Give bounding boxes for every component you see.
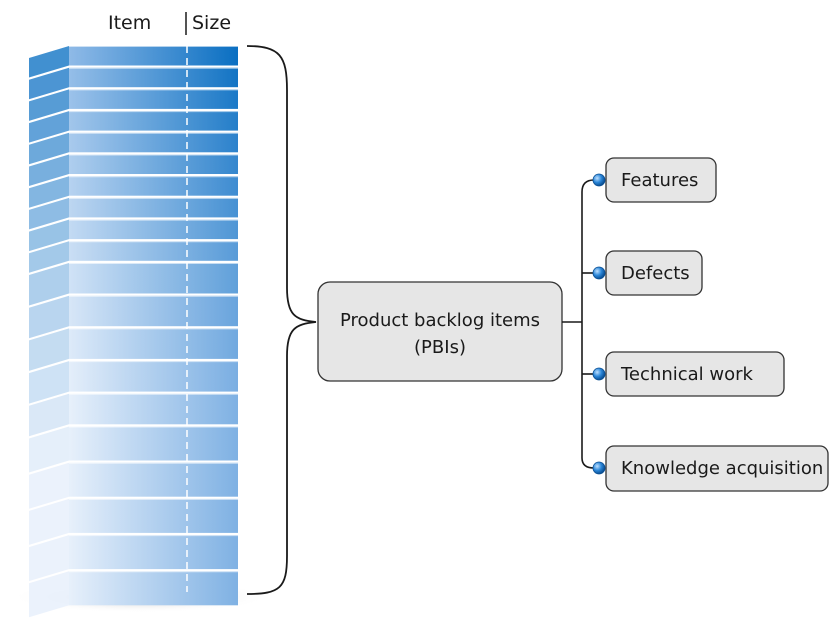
backlog-row — [69, 176, 238, 196]
column-header-item: Item — [108, 12, 151, 34]
backlog-row-side — [29, 241, 69, 273]
pbi-node-line2: (PBIs) — [414, 337, 466, 358]
backlog-row-side — [29, 132, 69, 165]
backlog-row-side — [29, 426, 69, 473]
backlog-row-side — [29, 197, 69, 230]
backlog-row-side — [29, 571, 69, 618]
backlog-row-side — [29, 361, 69, 404]
backlog-row-side — [29, 67, 69, 100]
backlog-row-side — [29, 176, 69, 208]
backlog-row — [69, 67, 238, 88]
backlog-row — [69, 361, 238, 392]
backlog-row — [69, 462, 238, 497]
backlog-row — [69, 498, 238, 533]
pbi-node-box — [317, 281, 563, 382]
category-technical-work: Technical work — [592, 351, 785, 397]
backlog-row — [69, 219, 238, 240]
backlog-row-side — [29, 295, 69, 339]
category-knowledge-acquisition: Knowledge acquisition — [592, 445, 829, 492]
category-features: Features — [592, 157, 717, 203]
backlog-row-side — [29, 219, 69, 252]
category-defects-box — [605, 250, 703, 296]
category-defects: Defects — [592, 250, 703, 296]
category-knowledge-acquisition-label: Knowledge acquisition — [621, 458, 823, 479]
backlog-row-side — [29, 393, 69, 437]
backlog-row — [69, 535, 238, 570]
backlog-row — [69, 89, 238, 109]
knowledge-acquisition-bullet-icon — [592, 461, 606, 475]
backlog-row — [69, 111, 238, 131]
backlog-row — [69, 132, 238, 153]
backlog-row-side — [29, 111, 69, 143]
backlog-row-side — [29, 462, 69, 509]
category-features-label: Features — [621, 170, 698, 191]
backlog-row — [69, 263, 238, 294]
category-technical-work-box — [605, 351, 785, 397]
backlog-row — [69, 197, 238, 218]
category-technical-work-label: Technical work — [620, 364, 754, 385]
category-defects-label: Defects — [621, 263, 690, 284]
backlog-row — [69, 393, 238, 425]
backlog-row — [69, 571, 238, 606]
backlog-row — [69, 154, 238, 174]
category-knowledge-acquisition-box — [605, 445, 829, 492]
backlog-row — [69, 328, 238, 359]
backlog-brace — [246, 45, 317, 595]
backlog-row-side — [29, 263, 69, 306]
backlog-row-side — [29, 154, 69, 186]
category-features-box — [605, 157, 717, 203]
backlog-row — [69, 46, 238, 66]
backlog-row-side — [29, 498, 69, 545]
pbi-node-line1: Product backlog items — [340, 310, 540, 331]
column-header-size: Size — [192, 12, 231, 34]
backlog-row-side — [29, 46, 69, 78]
defects-bullet-icon — [592, 266, 606, 280]
connector-trunk — [581, 179, 595, 469]
technical-work-bullet-icon — [592, 367, 606, 381]
backlog-row-side — [29, 535, 69, 582]
product-backlog-stack — [29, 46, 238, 618]
backlog-row — [69, 295, 238, 327]
backlog-row — [69, 426, 238, 461]
backlog-row-side — [29, 328, 69, 371]
features-bullet-icon — [592, 173, 606, 187]
backlog-row-side — [29, 89, 69, 121]
backlog-row — [69, 241, 238, 261]
